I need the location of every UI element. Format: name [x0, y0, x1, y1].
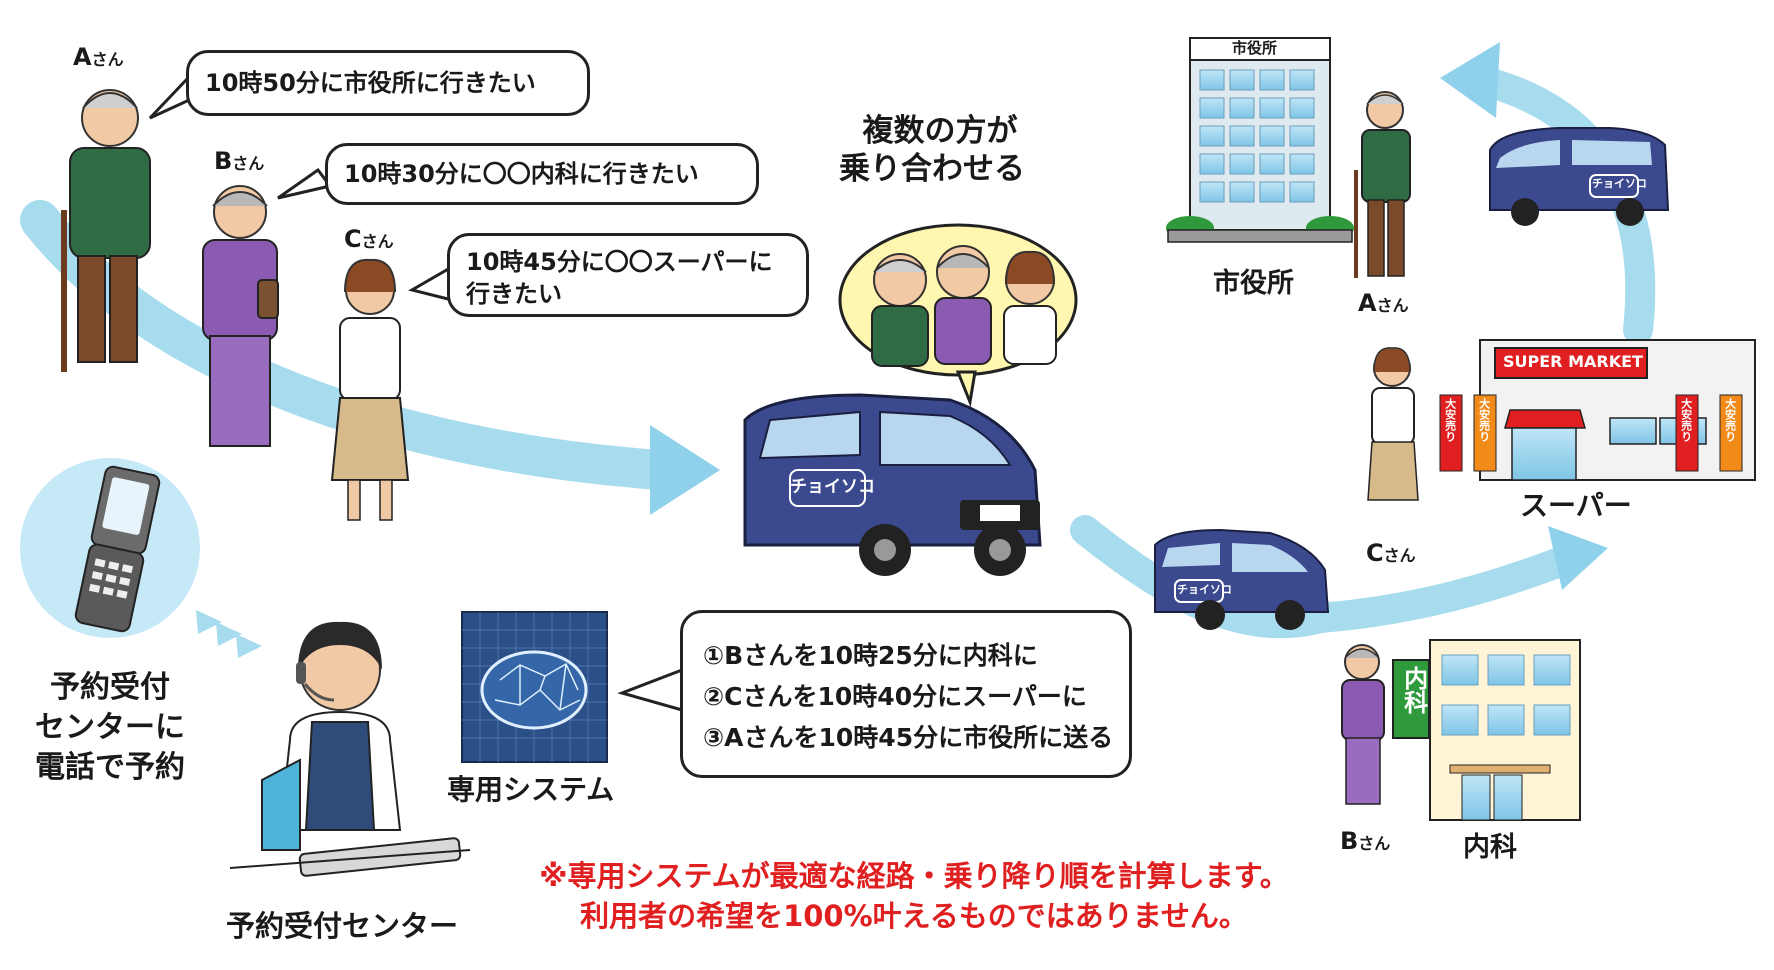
note-line1: ※専用システムが最適な経路・乗り降り順を計算します。 — [539, 859, 1289, 893]
request-c-line1: 10時45分に〇〇スーパーに — [466, 248, 773, 276]
person-c-illustration — [330, 258, 410, 521]
rideshare-heading: 複数の方が 乗り合わせる — [839, 112, 1025, 188]
rideshare-bubble — [838, 223, 1078, 408]
van-to-cityhall — [1489, 127, 1670, 226]
phone-illustration — [20, 458, 262, 658]
phone-caption-line3: 電話で予約 — [35, 750, 185, 785]
city-hall-label: 市役所 — [1213, 268, 1294, 299]
system-illustration — [461, 611, 608, 763]
main-van — [743, 393, 1042, 576]
city-hall-building — [1166, 37, 1354, 243]
city-hall-sign: 市役所 — [1232, 39, 1278, 57]
person-c-label: Cさん — [344, 225, 394, 253]
request-bubble-b: 10時30分に〇〇内科に行きたい — [325, 143, 759, 205]
bubble-tail-c — [408, 265, 454, 302]
person-b-illustration — [202, 185, 279, 447]
sale-banner-3: 大安売り — [1679, 398, 1693, 442]
person-b-destination — [1341, 644, 1385, 805]
person-a-destination-label: Aさん — [1358, 289, 1409, 317]
small-van-logo: チョイソコ — [1177, 583, 1232, 596]
phone-caption: 予約受付 センターに 電話で予約 — [20, 668, 200, 788]
person-b-label: Bさん — [214, 147, 265, 175]
center-label: 予約受付センター — [226, 909, 459, 943]
clinic-sign: 内科 — [1399, 666, 1428, 714]
request-c-line2: 行きたい — [466, 280, 562, 308]
supermarket-building — [1439, 339, 1756, 481]
request-a-text: 10時50分に市役所に行きたい — [205, 69, 536, 97]
person-c-destination-label: Cさん — [1366, 539, 1416, 567]
bubble-tail-b — [277, 167, 333, 200]
note: ※専用システムが最適な経路・乗り降り順を計算します。 利用者の希望を100%叶え… — [514, 856, 1314, 936]
person-a-label: Aさん — [73, 43, 124, 71]
clinic-building — [1392, 639, 1581, 821]
rideshare-line2: 乗り合わせる — [839, 151, 1025, 187]
system-label: 専用システム — [447, 773, 615, 806]
person-b-destination-label: Bさん — [1340, 827, 1391, 855]
operator-illustration — [229, 621, 471, 877]
upper-van-logo: チョイソコ — [1592, 177, 1647, 190]
schedule-bubble: ①Bさんを10時25分に内科に ②Cさんを10時40分にスーパーに ③Aさんを1… — [680, 610, 1132, 778]
flow-arrow-to-supermarket — [1305, 526, 1608, 633]
phone-caption-line1: 予約受付 — [50, 670, 170, 705]
supermarket-sign: SUPER MARKET — [1503, 352, 1643, 371]
sale-banner-2: 大安売り — [1477, 398, 1491, 442]
request-bubble-c: 10時45分に〇〇スーパーに 行きたい — [447, 233, 809, 317]
request-b-text: 10時30分に〇〇内科に行きたい — [344, 160, 699, 188]
person-a-destination — [1354, 91, 1411, 278]
sale-banner-4: 大安売り — [1723, 398, 1737, 442]
phone-caption-line2: センターに — [35, 710, 185, 745]
rideshare-line1: 複数の方が — [862, 113, 1018, 149]
person-a-illustration — [61, 89, 151, 372]
main-van-logo: チョイソコ — [790, 477, 875, 497]
schedule-step-3: ③Aさんを10時45分に市役所に送る — [703, 723, 1114, 752]
schedule-step-1: ①Bさんを10時25分に内科に — [703, 641, 1038, 670]
sale-banner-1: 大安売り — [1443, 398, 1457, 442]
schedule-step-2: ②Cさんを10時40分にスーパーに — [703, 682, 1087, 711]
request-bubble-a: 10時50分に市役所に行きたい — [186, 50, 590, 116]
bubble-tail-schedule — [617, 667, 684, 712]
supermarket-label: スーパー — [1520, 489, 1632, 522]
van-to-clinic — [1154, 528, 1330, 630]
person-c-destination — [1367, 347, 1419, 501]
clinic-label: 内科 — [1463, 832, 1517, 863]
note-line2: 利用者の希望を100%叶えるものではありません。 — [580, 899, 1248, 933]
